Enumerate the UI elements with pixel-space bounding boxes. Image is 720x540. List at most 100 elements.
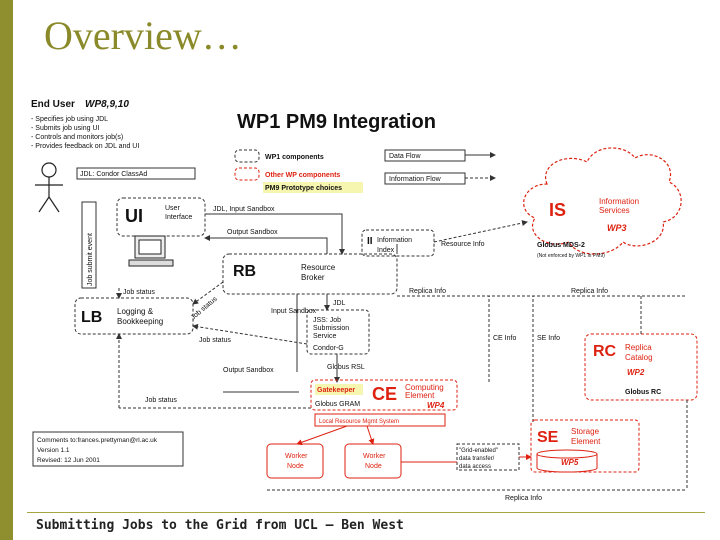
comments-line3: Revised: 12 Jun 2001 [37,457,100,464]
edge-replica-info-left: Replica Info [409,288,446,295]
rc-globus: Globus RC [625,389,661,396]
ce-gatekeeper: Gatekeeper [317,387,355,394]
ii-line1: Information [377,237,412,244]
jss-line4: Condor-G [313,345,344,352]
end-user-task: - Provides feedback on JDL and UI [31,143,139,150]
comments-box [32,431,184,467]
slide-sidebar-bar [0,0,13,540]
rc-line1: Replica [625,343,652,352]
edge-job-status-bottom: Job status [145,397,177,404]
edge-replica-info-bottom: Replica Info [505,495,542,502]
edge-jdl-input-sandbox: JDL, Input Sandbox [213,206,275,213]
edge-jdl-mid: JDL [333,300,346,307]
rb-line2: Broker [301,273,325,282]
computer-icon [128,235,174,267]
ii-box [361,229,435,257]
legend-pm9-swatch [263,182,363,193]
legend-other-label: Other WP components [265,172,340,179]
diagram-main-title: WP1 PM9 Integration [237,111,436,133]
lb-abbr: LB [81,309,102,326]
rc-line2: Catalog [625,353,653,362]
rb-abbr: RB [233,263,256,280]
ce-abbr: CE [372,384,397,404]
rb-line1: Resource [301,263,336,272]
is-cloud [523,147,682,255]
edge-ui-rb-line [205,213,345,255]
jss-line1: JSS: Job [313,317,341,324]
comments-line1: Comments to:frances.prettyman@rl.ac.uk [37,437,158,444]
se-line1: Storage [571,427,600,436]
se-box [530,419,640,473]
legend-other-swatch [234,167,260,181]
edge-output-sandbox: Output Sandbox [227,229,278,236]
ui-name-line2: Interface [165,214,192,221]
grid-data-line1: "Grid-enabled" [459,448,498,454]
edge-globus-rsl: Globus RSL [327,364,365,371]
ce-gatekeeper-box [315,384,363,395]
ce-line2: Element [405,391,435,400]
edge-is-ii-line [433,220,528,243]
lb-box [74,297,194,335]
jss-line2: Submission [313,325,349,332]
legend-wp1-swatch [234,149,260,163]
ce-wp: WP4 [427,401,445,410]
worker-node-line1: Worker [285,453,308,460]
architecture-diagram: End User WP8,9,10 - Specifies job using … [27,72,707,510]
jdl-label-box [76,167,196,180]
ce-lrms: Local Resource Mgmt System [319,419,399,425]
rb-box [222,253,398,295]
end-user-wp: WP8,9,10 [85,99,129,110]
end-user-task: - Controls and monitors job(s) [31,134,123,141]
edge-replica-info-right: Replica Info [571,288,608,295]
lb-line2: Bookkeeping [117,317,163,326]
rc-abbr: RC [593,343,617,360]
end-user-task: - Specifies job using JDL [31,116,108,123]
footer-rule [27,512,705,513]
edge-rb-ui-line [204,235,328,254]
job-submit-event-label: Job submit event [87,233,94,286]
diagram-canvas: End User WP8,9,10 - Specifies job using … [31,99,698,502]
edge-lrms-wn2 [366,425,375,445]
ii-abbr: II [367,236,373,247]
is-line1: Information [599,197,639,206]
edge-job-status-mid: Job status [199,337,231,344]
se-line2: Element [571,437,601,446]
legend-data-flow-label: Data Flow [389,153,421,160]
ui-name-line1: User [165,205,180,212]
end-user-heading: End User [31,99,75,110]
edge-lrms-wn1 [296,425,348,446]
end-user-figure [35,162,63,213]
ce-line1: Computing [405,383,444,392]
worker-node-line2: Node [287,463,304,470]
se-wp: WP5 [561,458,579,467]
is-globus: Globus MDS-2 [537,242,585,249]
storage-cylinder-icon [536,449,598,473]
is-line2: Services [599,206,630,215]
is-note: (Not enforced by WP1 in PM9) [537,253,605,259]
worker-node-box [344,443,402,479]
edge-jss-lb-line [192,323,308,345]
slide-footer: Submitting Jobs to the Grid from UCL – B… [36,518,404,533]
end-user-task: - Submits job using UI [31,125,100,132]
ce-globus-gram: Globus GRAM [315,401,360,408]
jss-box [306,309,370,355]
ce-lrms-box [314,413,446,427]
ui-box [116,197,206,237]
edge-rb-lb-line [192,281,224,305]
edge-job-status-diag: Job status [190,295,219,321]
edge-output-sandbox-lower: Output Sandbox [223,367,274,374]
lb-line1: Logging & [117,307,154,316]
grid-data-line2: data transfer/ [459,456,495,462]
comments-line2: Version 1.1 [37,447,70,454]
worker-node-line1: Worker [363,453,386,460]
job-submit-event-bar [81,201,97,289]
worker-node-line2: Node [365,463,382,470]
jss-line3: Service [313,333,336,340]
legend-pm9-label: PM9 Prototype choices [265,185,342,192]
jdl-label: JDL: Condor ClassAd [80,171,147,178]
slide-title: Overview… [44,13,242,58]
is-wp: WP3 [607,223,627,233]
ii-line2: Index [377,247,395,254]
rc-wp: WP2 [627,368,645,377]
worker-node-box [266,443,324,479]
